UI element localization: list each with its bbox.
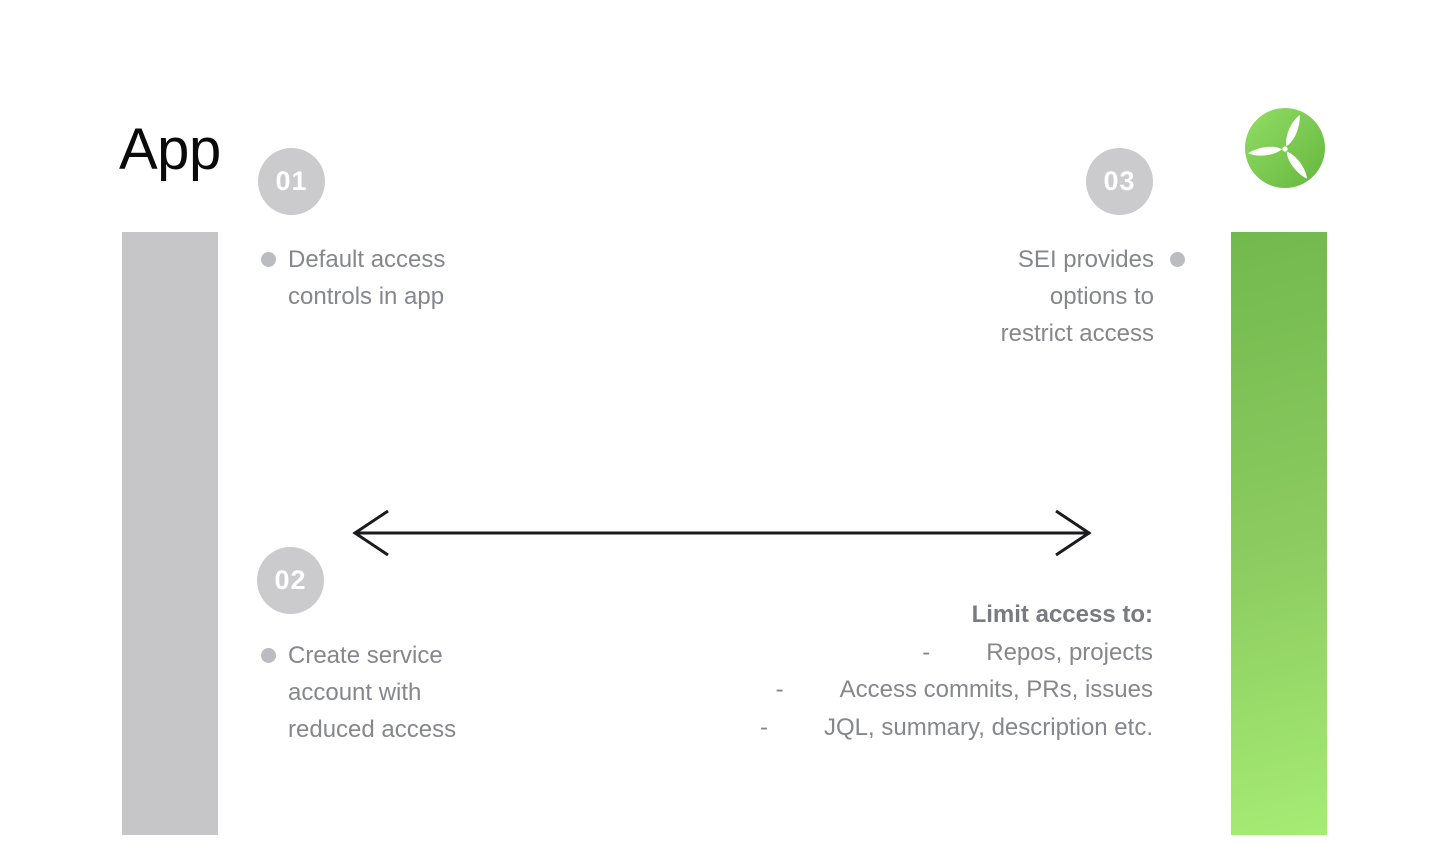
limit-access-list: Limit access to: - Repos, projects - Acc… <box>760 596 1153 746</box>
step-2-line-3: reduced access <box>288 716 457 743</box>
limit-item-1: - Repos, projects <box>760 634 1153 672</box>
sei-column-bar <box>1231 232 1327 835</box>
step-3-line-2: options to <box>1049 283 1154 310</box>
limit-item-2: - Access commits, PRs, issues <box>760 671 1153 709</box>
step-1-text: Default access controls in app <box>288 241 445 315</box>
step-badge-02-label: 02 <box>274 565 307 595</box>
bullet-dot-step-1 <box>261 252 276 267</box>
double-arrow-icon <box>340 504 1104 562</box>
limit-item-3-text: JQL, summary, description etc. <box>824 713 1153 741</box>
step-badge-01-label: 01 <box>275 166 308 196</box>
dash-bullet: - <box>775 676 784 703</box>
dash-bullet: - <box>760 713 768 741</box>
step-2-line-2: account with <box>288 679 422 706</box>
bullet-dot-step-2 <box>261 648 276 663</box>
step-badge-03-label: 03 <box>1103 166 1136 196</box>
step-3-line-3: restrict access <box>1000 320 1154 347</box>
page-title: App <box>119 117 221 182</box>
limit-item-1-text: Repos, projects <box>986 638 1153 666</box>
step-badge-01: 01 <box>258 148 325 215</box>
step-3-text: SEI provides options to restrict access <box>1001 241 1154 352</box>
limit-item-3: - JQL, summary, description etc. <box>760 709 1153 747</box>
bullet-dot-step-3 <box>1170 252 1185 267</box>
app-column-bar <box>122 232 218 835</box>
step-1-line-2: controls in app <box>288 283 445 310</box>
dash-bullet: - <box>922 638 931 666</box>
step-2-text: Create service account with reduced acce… <box>288 637 456 748</box>
step-2-line-1: Create service <box>288 642 443 669</box>
limit-item-2-text: Access commits, PRs, issues <box>839 676 1153 703</box>
step-badge-02: 02 <box>257 547 324 614</box>
limit-access-title: Limit access to: <box>971 601 1153 628</box>
step-1-line-1: Default access <box>288 246 446 273</box>
step-badge-03: 03 <box>1086 148 1153 215</box>
propeller-logo-icon <box>1245 108 1325 188</box>
step-3-line-1: SEI provides <box>1017 246 1154 273</box>
